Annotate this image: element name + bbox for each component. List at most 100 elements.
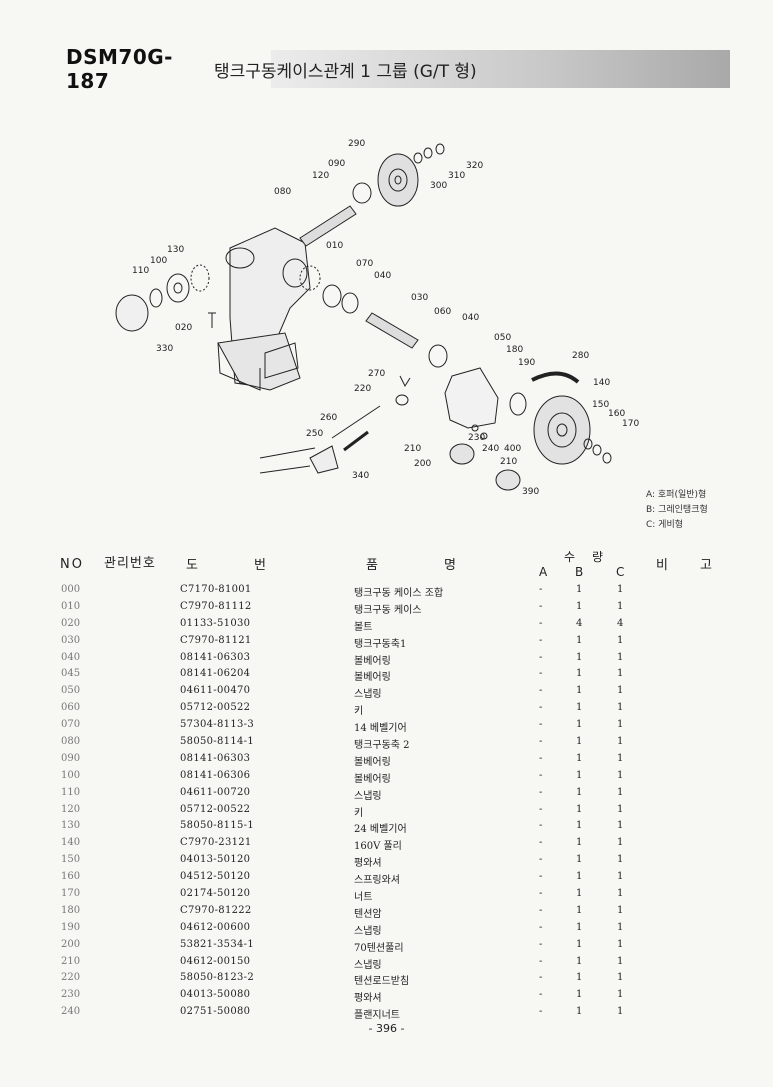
row-qty-c: 1: [617, 904, 624, 916]
row-qty-c: 1: [617, 786, 624, 798]
row-qty-b: 1: [576, 938, 583, 950]
header-drawing: 도: [186, 558, 198, 573]
row-part-number: 04013-50080: [180, 989, 251, 1001]
row-qty-c: 1: [617, 888, 624, 900]
row-part-name: 볼베어링: [354, 756, 391, 768]
header-col-a: A: [539, 565, 548, 579]
header-quantity-2: 량: [592, 550, 604, 564]
legend-c: C: 게비형: [646, 520, 684, 530]
row-part-name: 볼베어링: [354, 672, 391, 684]
callout-label: 120: [312, 171, 329, 181]
legend-b: B: 그레인탱크형: [646, 505, 708, 515]
page-number: - 396 -: [368, 1022, 405, 1035]
row-part-name: 스냅링: [354, 689, 382, 701]
row-qty-a: -: [539, 1006, 543, 1018]
callout-label: 340: [352, 471, 369, 481]
row-qty-b: 1: [576, 719, 583, 731]
row-part-name: 플랜지너트: [354, 1010, 400, 1022]
row-part-number: 58050-8114-1: [180, 736, 254, 748]
callout-label: 250: [306, 429, 323, 439]
row-part-name: 키: [354, 706, 364, 718]
header-management-number: 관리번호: [104, 556, 156, 571]
callout-label: 160: [608, 409, 625, 419]
callout-label: 220: [354, 384, 371, 394]
row-qty-b: 1: [576, 921, 583, 933]
row-no: 210: [61, 955, 81, 967]
row-no: 060: [61, 702, 81, 714]
header-remarks-1: 비: [656, 558, 668, 573]
callout-label: 310: [448, 171, 465, 181]
row-qty-b: 1: [576, 837, 583, 849]
row-part-number: 08141-06204: [180, 668, 251, 680]
exploded-parts-diagram: 290 090 120 080 010 130 100 110 020 330 …: [100, 128, 660, 508]
row-part-number: 04611-00470: [180, 685, 251, 697]
row-part-name: 70텐션풀리: [354, 942, 404, 954]
row-qty-b: 1: [576, 972, 583, 984]
row-qty-b: 1: [576, 752, 583, 764]
row-qty-a: -: [539, 888, 543, 900]
row-part-name: 24 베벨기어: [354, 824, 407, 836]
row-part-name: 텐션암: [354, 908, 382, 920]
row-qty-b: 1: [576, 668, 583, 680]
callout-label: 300: [430, 181, 447, 191]
row-no: 150: [61, 854, 81, 866]
row-part-name: 160V 풀리: [354, 841, 402, 853]
header-col-b: B: [575, 565, 584, 579]
row-qty-b: 1: [576, 904, 583, 916]
row-no: 190: [61, 921, 81, 933]
row-part-number: 01133-51030: [180, 617, 251, 629]
row-qty-b: 1: [576, 1006, 583, 1018]
header-col-c: C: [616, 565, 625, 579]
header-no: NO: [60, 557, 84, 572]
row-qty-c: 1: [617, 803, 624, 815]
row-no: 090: [61, 752, 81, 764]
row-no: 000: [61, 584, 81, 595]
row-part-number: 58050-8115-1: [180, 820, 254, 832]
row-part-number: C7970-81112: [180, 600, 252, 612]
row-part-name: 볼트: [354, 621, 373, 633]
row-qty-c: 1: [617, 989, 624, 1001]
callout-label: 400: [504, 444, 521, 454]
row-qty-b: 1: [576, 584, 583, 595]
header-item: 품: [366, 558, 378, 573]
row-part-name: 평와셔: [354, 993, 382, 1005]
row-qty-a: -: [539, 854, 543, 866]
row-qty-b: 1: [576, 769, 583, 781]
row-qty-c: 1: [617, 955, 624, 967]
row-qty-c: 1: [617, 752, 624, 764]
row-qty-a: -: [539, 803, 543, 815]
callout-label: 290: [348, 139, 365, 149]
row-no: 080: [61, 736, 81, 748]
row-qty-c: 1: [617, 668, 624, 680]
row-qty-c: 1: [617, 634, 624, 646]
row-part-number: 04612-00600: [180, 921, 251, 933]
row-part-name: 너트: [354, 892, 373, 904]
row-qty-b: 4: [576, 617, 583, 629]
callout-label: 190: [518, 358, 535, 368]
header-remarks-2: 고: [700, 558, 712, 573]
row-part-number: 08141-06303: [180, 752, 251, 764]
row-part-number: 04512-50120: [180, 871, 251, 883]
callout-label: 030: [411, 293, 428, 303]
row-qty-a: -: [539, 668, 543, 680]
row-part-name: 탱크구동축 2: [354, 740, 410, 752]
callout-label: 280: [572, 351, 589, 361]
diagram-callouts: 290 090 120 080 010 130 100 110 020 330 …: [132, 139, 639, 497]
callout-label: 320: [466, 161, 483, 171]
row-part-number: C7170-81001: [180, 584, 252, 595]
row-qty-a: -: [539, 651, 543, 663]
callout-label: 070: [356, 259, 373, 269]
callout-label: 200: [414, 459, 431, 469]
callout-label: 260: [320, 413, 337, 423]
row-qty-a: -: [539, 617, 543, 629]
row-qty-c: 1: [617, 972, 624, 984]
row-qty-a: -: [539, 955, 543, 967]
